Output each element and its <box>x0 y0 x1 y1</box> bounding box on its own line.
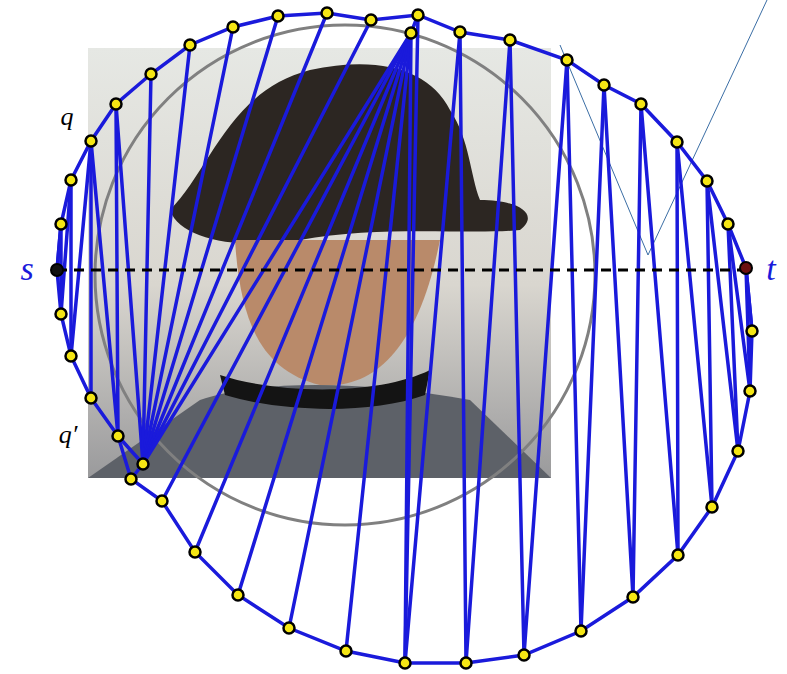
polygon-vertices <box>56 8 758 669</box>
point-label: q′ <box>59 422 78 448</box>
triangulation-edges <box>57 13 752 663</box>
point-label: q <box>61 104 74 130</box>
endpoint-label: s <box>20 252 33 286</box>
endpoint-label: t <box>766 252 775 286</box>
